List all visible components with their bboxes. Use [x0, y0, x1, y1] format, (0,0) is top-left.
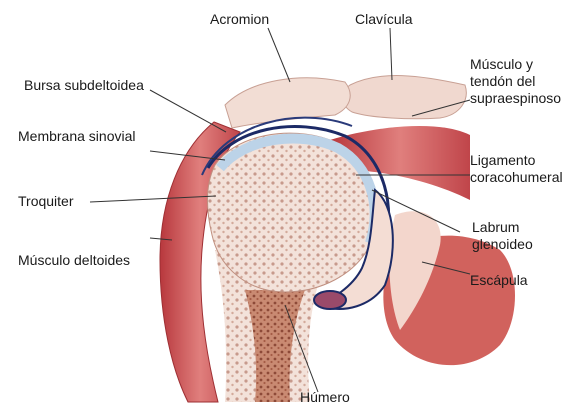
label-acromion: Acromion	[210, 11, 269, 28]
label-ligamento-coracohumeral: Ligamento coracohumeral	[470, 152, 563, 186]
labrum-inferior	[314, 291, 346, 309]
label-troquiter: Troquiter	[18, 193, 74, 210]
clavicle-bone	[343, 76, 467, 119]
label-labrum-glenoideo: Labrum glenoideo	[472, 219, 533, 253]
label-escapula: Escápula	[470, 272, 528, 289]
label-membrana-sinovial: Membrana sinovial	[18, 128, 136, 145]
label-musculo-deltoides: Músculo deltoides	[18, 252, 130, 269]
label-humero: Húmero	[300, 389, 350, 406]
label-musculo-tendon-supraespinoso: Músculo y tendón del supraespinoso	[470, 56, 561, 107]
label-clavicula: Clavícula	[355, 11, 413, 28]
label-bursa-subdeltoidea: Bursa subdeltoidea	[24, 77, 144, 94]
